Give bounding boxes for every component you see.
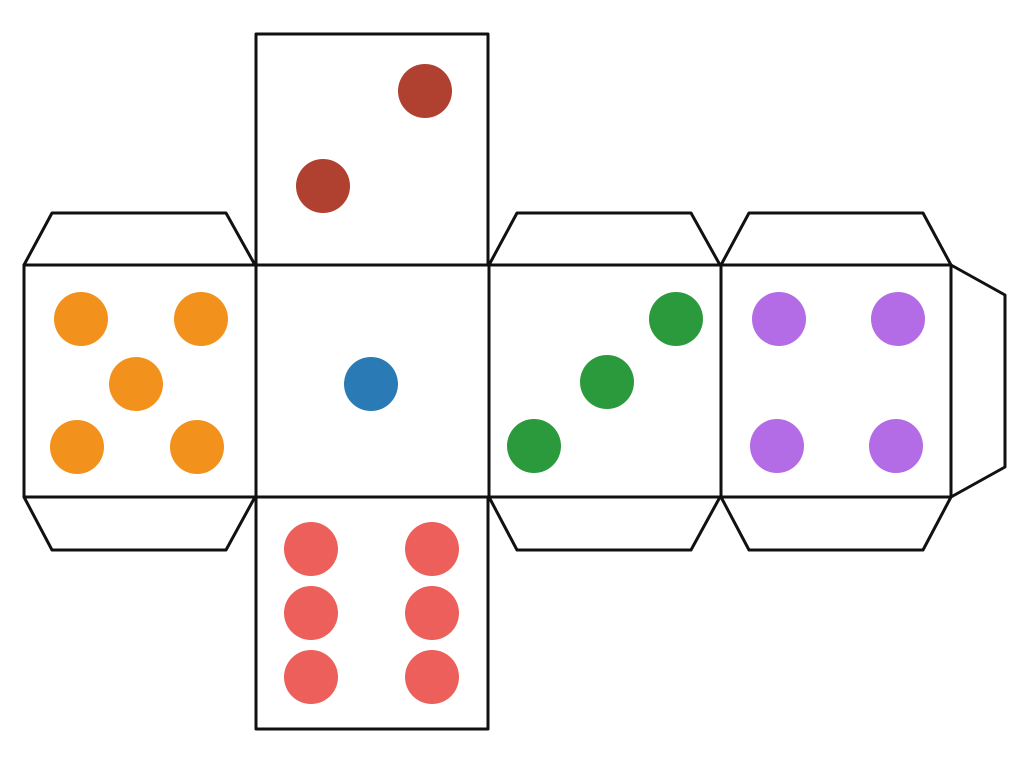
pip-face-three	[580, 355, 634, 409]
pip-face-six	[284, 586, 338, 640]
pip-face-four	[871, 292, 925, 346]
pip-face-four	[869, 419, 923, 473]
tab-right-top	[719, 211, 953, 267]
pip-face-six	[405, 586, 459, 640]
faces	[22, 32, 953, 731]
pip-face-six	[405, 650, 459, 704]
tab-middle-top	[487, 211, 722, 267]
tab-right-bottom	[719, 495, 953, 552]
pip-face-one	[344, 357, 398, 411]
pip-face-four	[752, 292, 806, 346]
pip-face-three	[507, 419, 561, 473]
pip-face-two	[398, 64, 452, 118]
pip-face-five	[54, 292, 108, 346]
pip-face-four	[750, 419, 804, 473]
pips	[50, 64, 925, 704]
face-two-square	[254, 32, 490, 267]
tab-left-top	[22, 211, 257, 267]
pip-face-two	[296, 159, 350, 213]
pip-face-five	[50, 420, 104, 474]
pip-face-five	[174, 292, 228, 346]
tab-middle-bottom	[487, 495, 722, 552]
pip-face-six	[405, 522, 459, 576]
pip-face-six	[284, 650, 338, 704]
pip-face-three	[649, 292, 703, 346]
tab-far-right	[949, 263, 1007, 499]
pip-face-six	[284, 522, 338, 576]
tab-left-bottom	[22, 495, 257, 552]
pip-face-five	[109, 357, 163, 411]
pip-face-five	[170, 420, 224, 474]
